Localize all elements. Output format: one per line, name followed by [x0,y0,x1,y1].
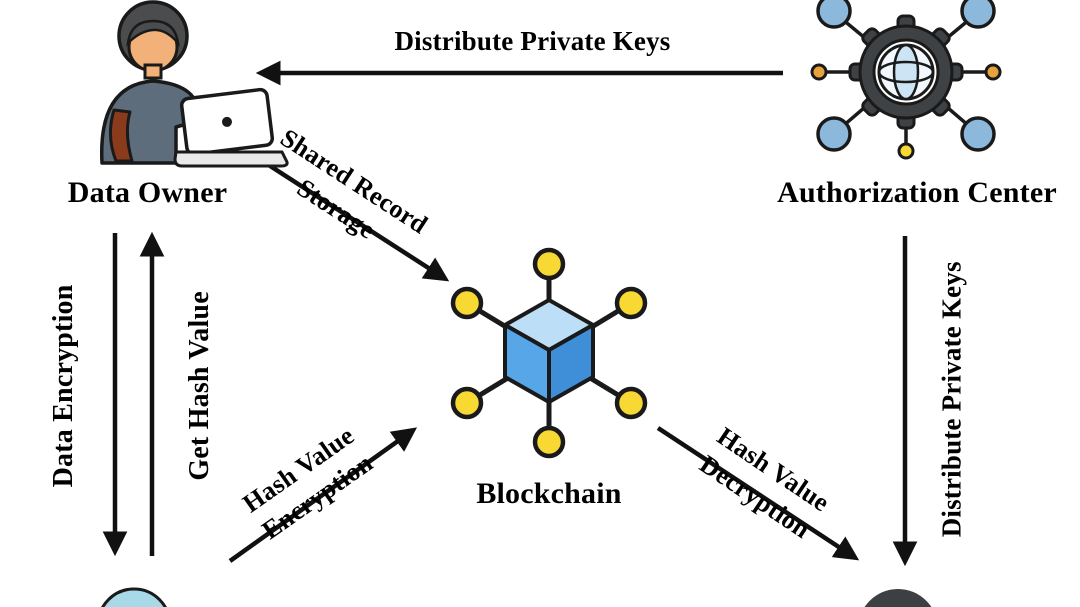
blockchain-node-icon [614,286,648,320]
arrow-shared-record-storage [248,151,450,282]
edge-label-data-encryption: Data Encryption [48,284,80,488]
data-owner-icon [99,0,289,168]
orange-dot-icon [984,63,1002,81]
orange-dot-icon [810,63,828,81]
laptop-icon [179,87,275,156]
person-hair-fringe-icon [126,19,180,48]
cube-icon [503,298,595,404]
arrow-hash-value-encryption [228,427,418,563]
network-node-icon [816,116,852,152]
network-node-icon [816,0,852,29]
laptop-base-icon [173,150,289,168]
blockchain-node-icon [532,425,566,459]
blockchain-node-icon [614,386,648,420]
edge-label-distribute-private-keys-right: Distribute Private Keys [936,261,967,538]
network-node-icon [960,0,996,29]
authorization-center-label: Authorization Center [777,176,1057,209]
blockchain-label: Blockchain [476,477,622,510]
blockchain-node-icon [532,247,566,281]
edge-label-get-hash-value: Get Hash Value [184,291,216,481]
yellow-dot-icon [897,142,915,160]
bottom-left-node-icon [101,587,167,607]
blockchain-node-icon [450,386,484,420]
authorization-center-icon [810,0,1002,160]
blockchain-node-icon [450,286,484,320]
bottom-right-node-icon [864,589,932,607]
edge-label-distribute-private-keys-top: Distribute Private Keys [394,26,671,56]
globe-meridian-icon [892,43,920,101]
person-arm-icon [109,108,134,163]
arrow-hash-value-decryption [656,426,860,561]
blockchain-icon [450,247,648,459]
network-node-icon [960,116,996,152]
data-owner-label: Data Owner [67,176,228,209]
globe-parallel-icon [877,60,935,84]
person-neck-icon [143,63,163,80]
